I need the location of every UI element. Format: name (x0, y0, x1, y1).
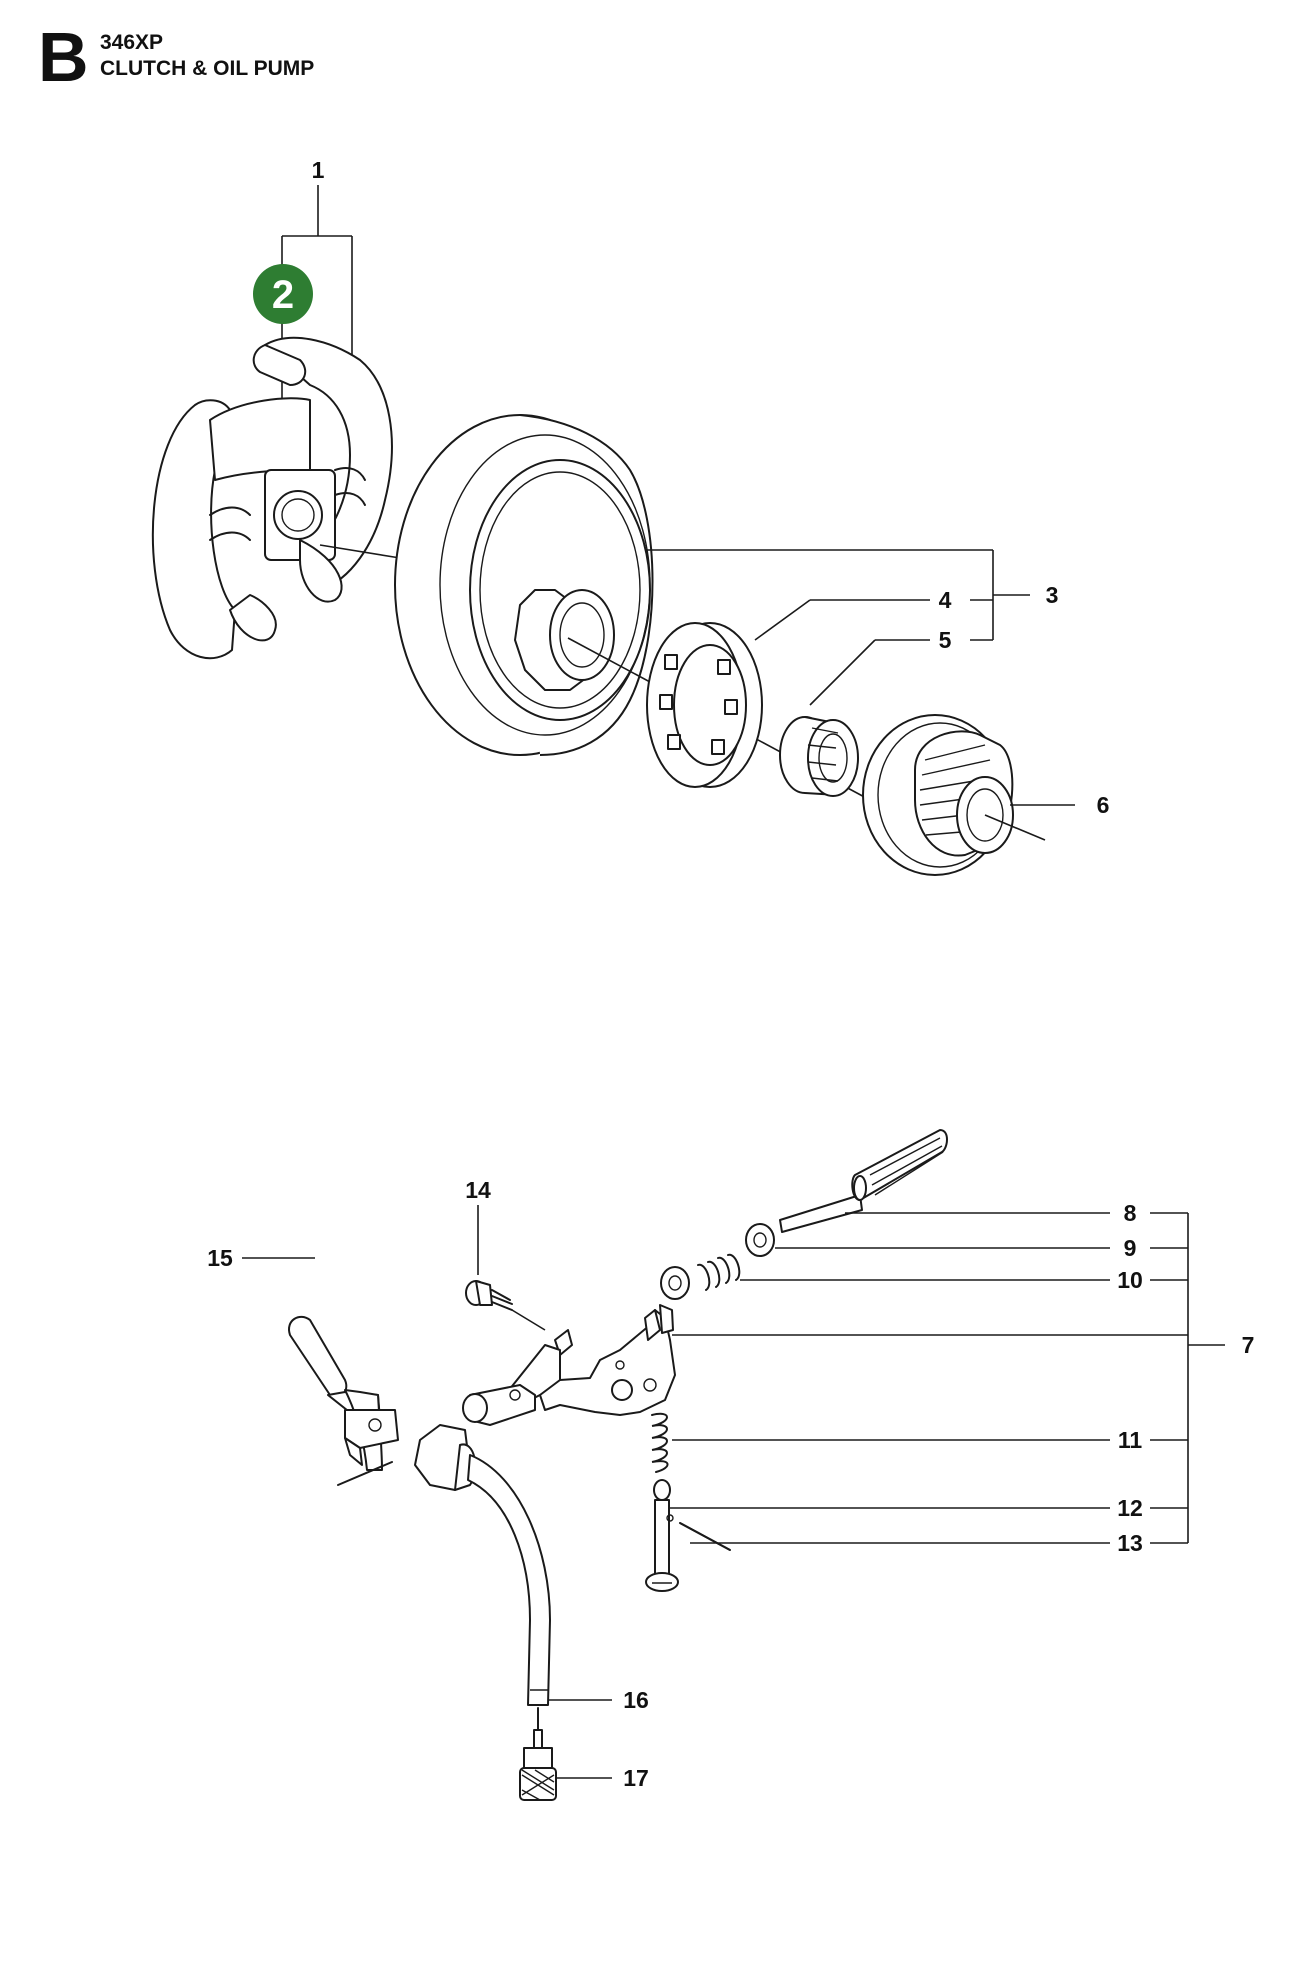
callout-8: 8 (1124, 1200, 1137, 1226)
page-title: CLUTCH & OIL PUMP (100, 57, 315, 80)
plunger-spring (651, 1412, 669, 1473)
clutch-drum (394, 414, 654, 756)
pump-shaft (779, 1129, 948, 1233)
plunger (645, 1479, 679, 1592)
clutch-assembly (151, 336, 393, 660)
section-letter: B (38, 18, 89, 96)
callout-17: 17 (623, 1765, 649, 1791)
callout-13: 13 (1117, 1530, 1143, 1556)
callout-4: 4 (939, 587, 952, 613)
callout-15: 15 (207, 1245, 233, 1271)
callout-12: 12 (1117, 1495, 1143, 1521)
callout-14: 14 (465, 1177, 491, 1203)
washer-hub (862, 714, 1014, 876)
callout-9: 9 (1124, 1235, 1137, 1261)
oil-pump-body (462, 1304, 676, 1426)
rim-sprocket (646, 622, 763, 788)
screw (465, 1280, 513, 1311)
adjuster-lever (288, 1315, 399, 1486)
washer (745, 1223, 775, 1257)
callout-1: 1 (312, 157, 325, 183)
kit-badge-number: 2 (272, 273, 294, 317)
callout-10: 10 (1117, 1267, 1143, 1293)
callout-16: 16 (623, 1687, 649, 1713)
callout-6: 6 (1097, 792, 1110, 818)
spring-washer (660, 1253, 741, 1300)
oil-hose (414, 1424, 551, 1706)
pin (666, 1514, 731, 1551)
callout-7: 7 (1242, 1332, 1255, 1358)
callout-5: 5 (939, 627, 952, 653)
model-number: 346XP (100, 31, 164, 54)
callout-3: 3 (1046, 582, 1059, 608)
kit-badge: 2 (253, 264, 313, 324)
oil-filter (519, 1707, 557, 1801)
needle-bearing (779, 716, 859, 797)
callout-11: 11 (1118, 1427, 1143, 1453)
leader-bracket-7 (1150, 1212, 1225, 1544)
